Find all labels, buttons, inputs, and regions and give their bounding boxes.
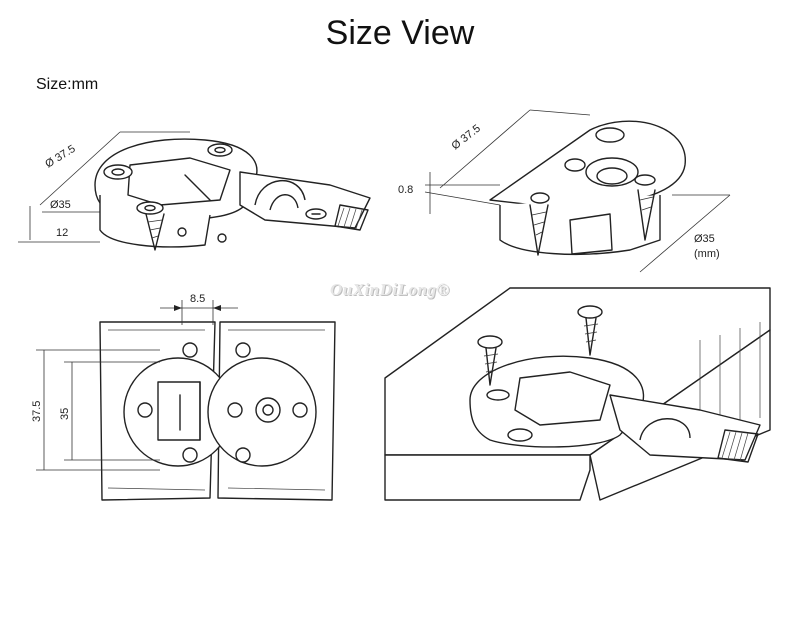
dim-thickness-right: 0.8	[398, 184, 413, 196]
dim-height-left: 12	[56, 227, 68, 239]
dim-diameter-outer-right: Ø 37.5	[449, 123, 482, 153]
dim-height-outer: 37.5	[31, 401, 43, 422]
page-title: Size View	[325, 14, 475, 52]
cup-perspective-right	[424, 109, 731, 273]
hinge-perspective-left	[18, 131, 371, 251]
dim-diameter-inner-right: Ø35	[694, 233, 715, 245]
dim-diameter-inner-left: Ø35	[50, 199, 71, 211]
hinge-top-view	[36, 300, 336, 501]
dim-gap: 8.5	[190, 293, 205, 305]
unit-label: Size:mm	[36, 76, 99, 93]
dim-unit-right: (mm)	[694, 248, 720, 260]
watermark-logo: OuXinDiLong®	[330, 280, 450, 299]
hinge-installed-view	[384, 287, 771, 501]
dim-diameter-outer-left: Ø 37.5	[43, 143, 77, 171]
dim-height-inner: 35	[59, 408, 71, 420]
